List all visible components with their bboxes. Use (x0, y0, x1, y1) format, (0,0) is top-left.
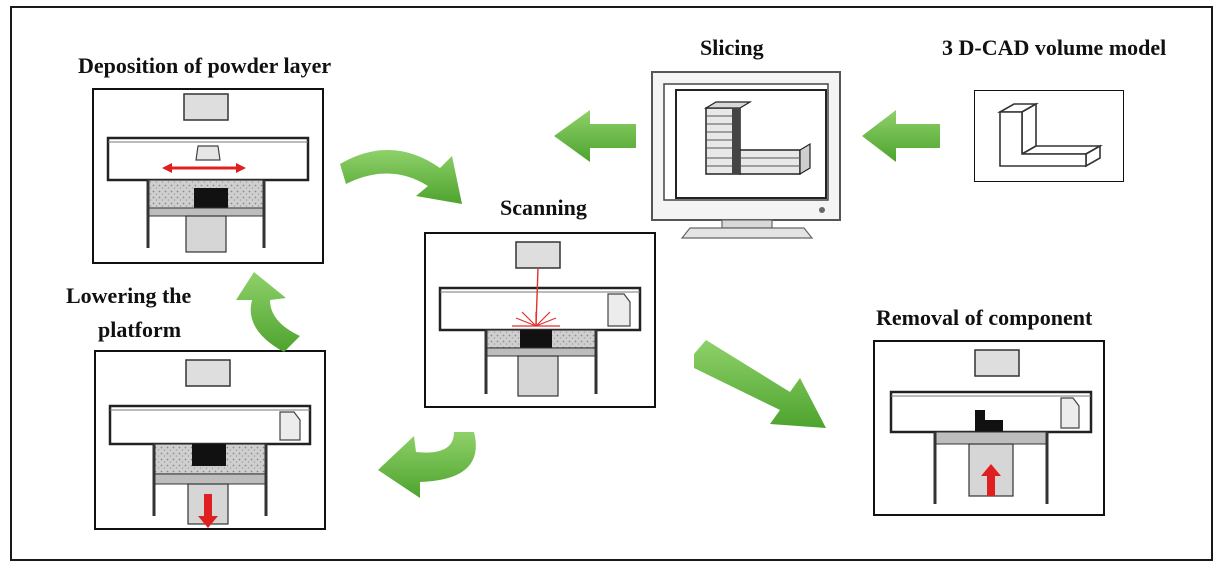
arrow-scanning-to-lowering (378, 432, 476, 498)
recoater-icon (195, 145, 221, 161)
up-arrow-icon (987, 474, 995, 496)
machine-lowering (108, 359, 312, 528)
machine-scanning (438, 241, 642, 397)
arrow-cad-to-slicing (862, 110, 940, 162)
label-cad-model: 3 D-CAD volume model (942, 35, 1167, 60)
sliced-model-icon (703, 101, 811, 176)
powder-hopper-icon (1060, 397, 1080, 429)
label-deposition: Deposition of powder layer (78, 53, 332, 78)
laser-head-icon (185, 359, 231, 387)
finished-part-icon (975, 410, 1003, 432)
arrow-scanning-to-removal (694, 340, 826, 428)
label-removal: Removal of component (876, 305, 1093, 330)
laser-head-icon (974, 349, 1020, 377)
machine-deposition (106, 93, 310, 253)
label-lowering-line1: Lowering the (66, 283, 192, 308)
laser-head-icon (515, 241, 561, 269)
part-icon (194, 188, 228, 210)
powder-hopper-icon (279, 411, 301, 441)
arrow-slicing-to-deposition (554, 110, 636, 162)
piston-icon (185, 215, 227, 253)
slicing-monitor-icon (651, 71, 841, 239)
label-slicing: Slicing (700, 35, 764, 60)
machine-removal (889, 349, 1093, 504)
laser-head-icon (183, 93, 229, 121)
label-lowering-line2: platform (98, 317, 182, 342)
arrow-lowering-to-deposition (236, 272, 300, 352)
down-arrow-icon (204, 494, 212, 518)
powder-hopper-icon (607, 293, 631, 327)
laser-spot-icon (512, 311, 560, 327)
cad-l-shape-icon (996, 102, 1104, 168)
arrow-deposition-to-scanning (340, 149, 462, 204)
label-scanning: Scanning (500, 195, 587, 220)
